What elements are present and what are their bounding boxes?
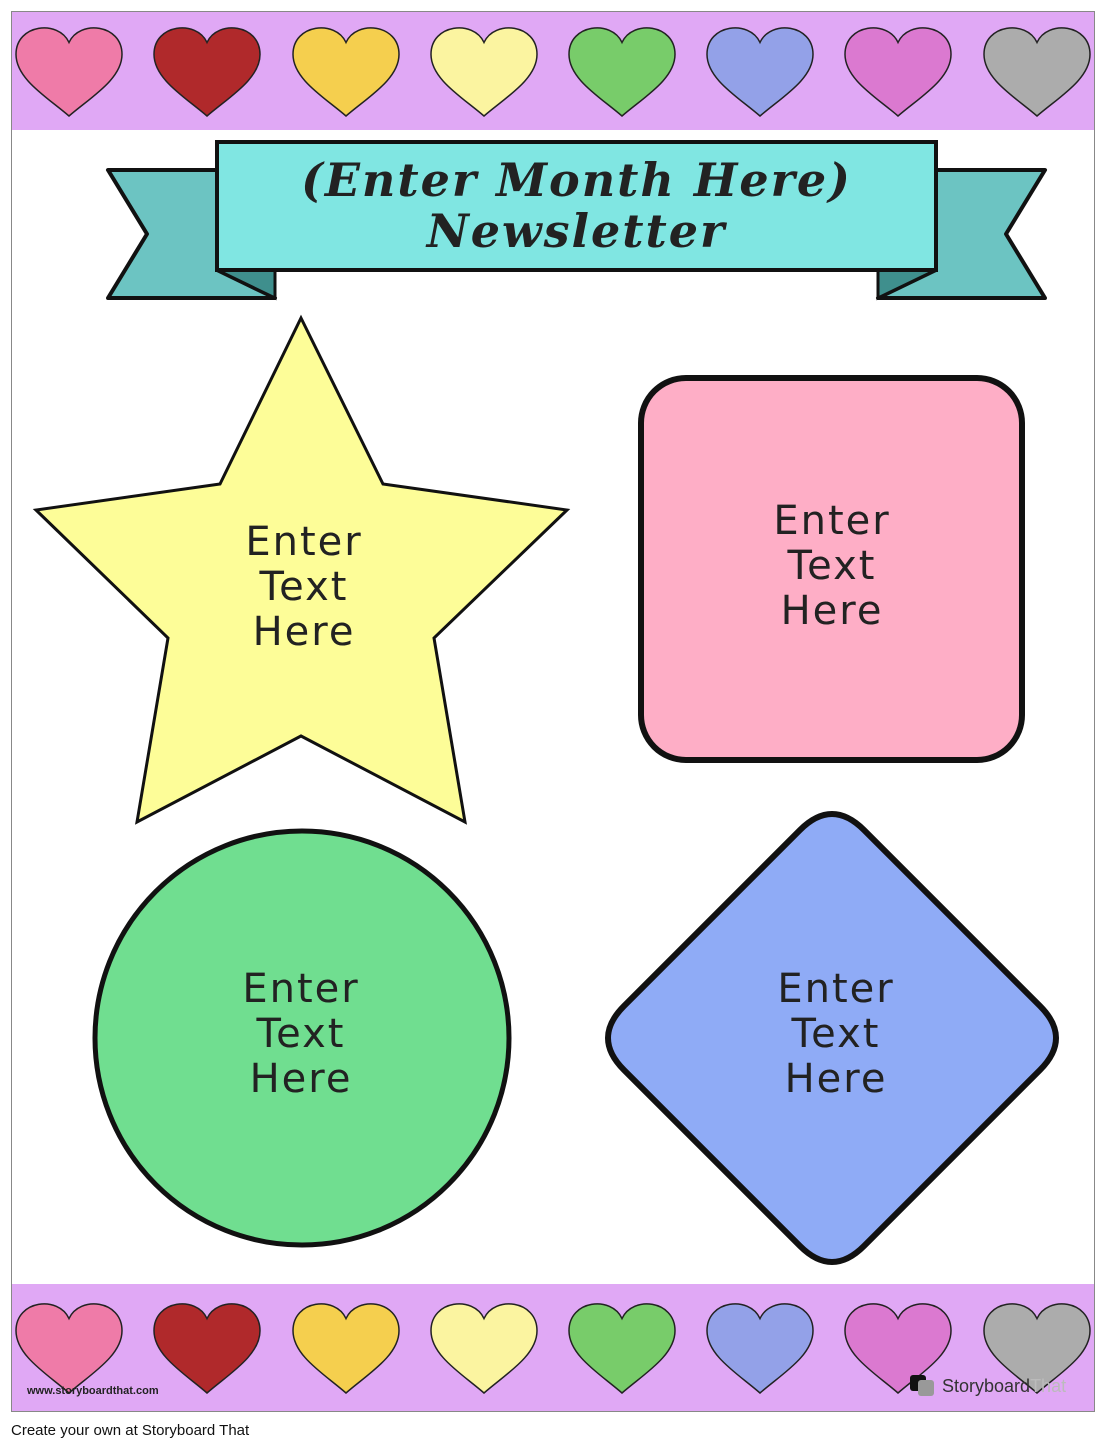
watermark-url: www.storyboardthat.com bbox=[27, 1385, 159, 1397]
heart-icon bbox=[706, 1303, 814, 1394]
star-shape[interactable] bbox=[32, 314, 571, 825]
text-line: Here bbox=[780, 588, 884, 634]
heart-icon bbox=[983, 27, 1091, 117]
star-text[interactable]: Enter Text Here bbox=[204, 520, 404, 655]
circle-text[interactable]: Enter Text Here bbox=[201, 967, 401, 1102]
heart-icon bbox=[568, 27, 676, 117]
speech-bubbles-icon bbox=[910, 1375, 934, 1397]
text-line: Here bbox=[249, 1056, 353, 1102]
heart-icon bbox=[983, 1303, 1091, 1394]
text-line: Enter bbox=[777, 966, 895, 1012]
text-line: Text bbox=[259, 564, 349, 610]
heart-icon bbox=[568, 1303, 676, 1394]
heart-icon bbox=[430, 1303, 538, 1394]
heart-icon bbox=[292, 1303, 400, 1394]
heart-icon bbox=[844, 1303, 952, 1394]
text-line: Enter bbox=[773, 498, 891, 544]
title-line-2[interactable]: Newsletter bbox=[426, 204, 727, 258]
text-line: Here bbox=[252, 609, 356, 655]
heart-icon bbox=[153, 27, 261, 117]
text-line: Enter bbox=[242, 966, 360, 1012]
diamond-shape[interactable] bbox=[605, 811, 1059, 1265]
text-line: Text bbox=[787, 543, 877, 589]
heart-icon bbox=[15, 27, 123, 117]
heart-icon bbox=[706, 27, 814, 117]
logo-text-1: Storyboard bbox=[942, 1375, 1031, 1396]
text-line: Here bbox=[784, 1056, 888, 1102]
text-line: Text bbox=[256, 1011, 346, 1057]
banner bbox=[215, 140, 938, 272]
heart-icon bbox=[153, 1303, 261, 1394]
top-hearts-row bbox=[15, 27, 1091, 117]
rounded-square-shape[interactable] bbox=[638, 375, 1025, 763]
heart-icon bbox=[15, 1303, 123, 1394]
text-line: Enter bbox=[245, 519, 363, 565]
heart-icon bbox=[292, 27, 400, 117]
footer-caption[interactable]: Create your own at Storyboard That bbox=[11, 1422, 250, 1439]
heart-icon bbox=[430, 27, 538, 117]
square-text[interactable]: Enter Text Here bbox=[732, 499, 932, 634]
diamond-text[interactable]: Enter Text Here bbox=[736, 967, 936, 1102]
circle-shape[interactable] bbox=[92, 828, 512, 1248]
text-line: Text bbox=[791, 1011, 881, 1057]
heart-icon bbox=[844, 27, 952, 117]
title-line-1[interactable]: (Enter Month Here) bbox=[301, 153, 852, 207]
logo-text-2: That bbox=[1030, 1375, 1067, 1396]
bottom-hearts-row bbox=[15, 1303, 1091, 1394]
